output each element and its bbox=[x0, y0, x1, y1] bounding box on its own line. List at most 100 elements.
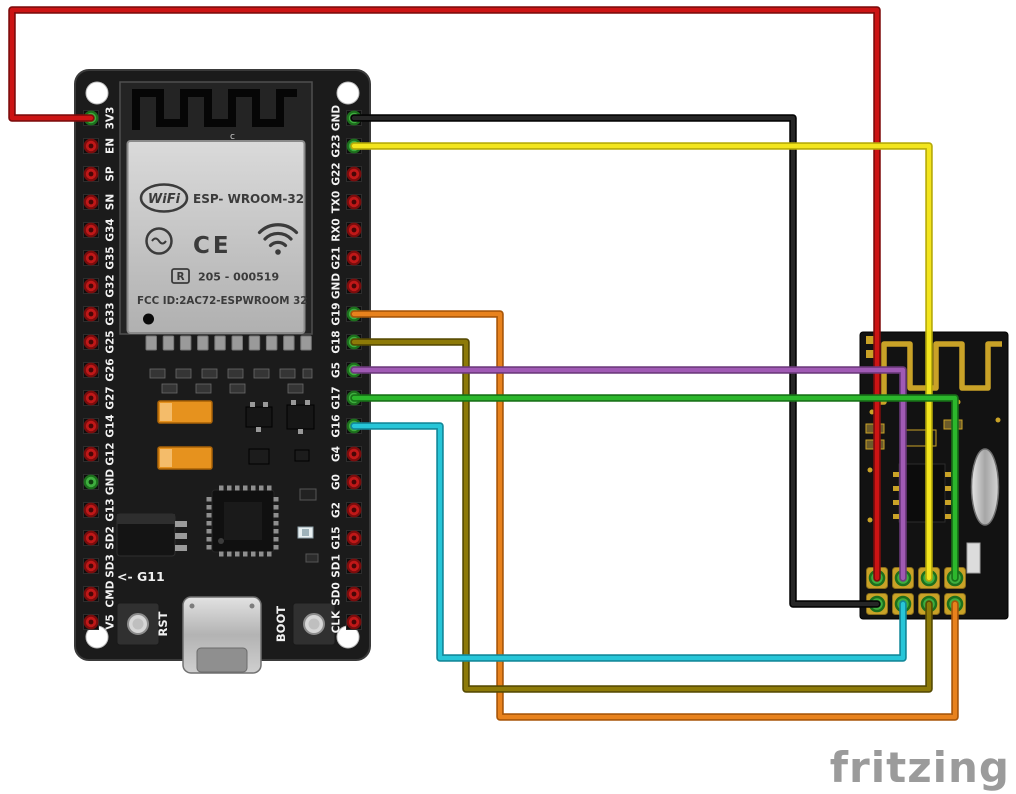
pin-label: G19 bbox=[331, 302, 343, 325]
pin-label: G18 bbox=[331, 330, 343, 353]
pin-g4[interactable]: G4 bbox=[331, 446, 362, 462]
pin-label: SD3 bbox=[105, 554, 117, 578]
pin-sd0[interactable]: SD0 bbox=[331, 582, 362, 606]
wifi-logo-icon bbox=[139, 183, 189, 213]
cert-mark-icon bbox=[145, 227, 173, 255]
pin-label: G32 bbox=[105, 274, 117, 297]
pin-g14[interactable]: G14 bbox=[83, 414, 117, 438]
pin-gnd[interactable]: GND bbox=[331, 273, 362, 299]
pin-label: G15 bbox=[331, 526, 343, 549]
pin-label: V5 bbox=[105, 614, 117, 629]
module-corner-mark: c bbox=[230, 132, 235, 142]
module-title: ESP- WROOM-32 bbox=[193, 192, 304, 206]
pin-sp[interactable]: SP bbox=[83, 166, 117, 182]
wire-cyan[interactable] bbox=[350, 422, 907, 662]
pin-label: G25 bbox=[105, 330, 117, 353]
fritzing-watermark: fritzing bbox=[830, 743, 1010, 792]
microusb-connector bbox=[182, 596, 262, 674]
fcc-line: FCC ID:2AC72-ESPWROOM 32 bbox=[137, 295, 307, 307]
pin-label: CLK bbox=[331, 610, 343, 633]
wifi-logo-text: WiFi bbox=[148, 192, 181, 207]
gpio11-note: <- G11 bbox=[117, 569, 165, 584]
pin-label: GND bbox=[105, 469, 117, 495]
pin-g34[interactable]: G34 bbox=[83, 218, 117, 242]
pin-en[interactable]: EN bbox=[83, 138, 117, 154]
pin-label: G33 bbox=[105, 302, 117, 325]
nrf24-antenna-trace bbox=[876, 341, 1002, 405]
pin-g35[interactable]: G35 bbox=[83, 246, 117, 270]
rst-button bbox=[116, 602, 160, 646]
pin-tx0[interactable]: TX0 bbox=[331, 191, 362, 214]
crystal-oscillator bbox=[970, 448, 1000, 526]
pin-label: G0 bbox=[331, 474, 343, 490]
voltage-regulator bbox=[116, 513, 187, 557]
rst-label: RST bbox=[156, 611, 170, 636]
pin-v5[interactable]: V5 bbox=[83, 614, 117, 630]
wire-black[interactable] bbox=[350, 114, 881, 608]
pin-label: SD0 bbox=[331, 582, 343, 606]
electrolytic-capacitor-2 bbox=[157, 446, 213, 470]
pin-label: SD1 bbox=[331, 554, 343, 578]
pin-label: G27 bbox=[105, 386, 117, 409]
boot-label: BOOT bbox=[274, 606, 288, 642]
transistors bbox=[245, 400, 315, 465]
wire-red[interactable] bbox=[8, 6, 881, 582]
nrf24l01-module[interactable] bbox=[859, 331, 1009, 620]
pin-g33[interactable]: G33 bbox=[83, 302, 117, 326]
pin-label: G14 bbox=[105, 414, 117, 437]
led bbox=[297, 488, 319, 563]
pin-gnd[interactable]: GND bbox=[83, 469, 117, 495]
pin-cmd[interactable]: CMD bbox=[83, 580, 117, 607]
pin-label: G17 bbox=[331, 386, 343, 409]
pin-sd1[interactable]: SD1 bbox=[331, 554, 362, 578]
pin-g12[interactable]: G12 bbox=[83, 442, 117, 466]
pin-sd2[interactable]: SD2 bbox=[83, 526, 117, 550]
pin-label: G2 bbox=[331, 502, 343, 518]
pin-label: G23 bbox=[331, 134, 343, 157]
wire-yellow[interactable] bbox=[350, 142, 933, 582]
pin-label: G21 bbox=[331, 246, 343, 269]
pin-clk[interactable]: CLK bbox=[331, 610, 362, 633]
esp32-devkit-board[interactable]: c WiFi ESP- WROOM-32 CE R 205 - 000519 F… bbox=[74, 69, 371, 674]
ce-mark: CE bbox=[193, 233, 232, 259]
pin-g2[interactable]: G2 bbox=[331, 502, 362, 518]
pin-label: G26 bbox=[105, 358, 117, 381]
reg-box-icon bbox=[171, 268, 190, 284]
pin-sn[interactable]: SN bbox=[83, 194, 117, 210]
pin-label: TX0 bbox=[331, 191, 343, 214]
pin-label: CMD bbox=[105, 580, 117, 607]
pin-sd3[interactable]: SD3 bbox=[83, 554, 117, 578]
pin-g25[interactable]: G25 bbox=[83, 330, 117, 354]
pin-g26[interactable]: G26 bbox=[83, 358, 117, 382]
pin-g32[interactable]: G32 bbox=[83, 274, 117, 298]
pin-g0[interactable]: G0 bbox=[331, 474, 362, 490]
pin-label: G34 bbox=[105, 218, 117, 241]
pin-label: G22 bbox=[331, 162, 343, 185]
pin-g15[interactable]: G15 bbox=[331, 526, 362, 550]
metal-shield bbox=[126, 140, 306, 334]
wire-olive[interactable] bbox=[350, 338, 933, 693]
boot-button bbox=[292, 602, 336, 646]
pin-label: G5 bbox=[331, 362, 343, 378]
pin-g22[interactable]: G22 bbox=[331, 162, 362, 186]
wire-green[interactable] bbox=[350, 394, 959, 582]
pin-label: G13 bbox=[105, 498, 117, 521]
smd-components bbox=[149, 368, 313, 394]
pin-g21[interactable]: G21 bbox=[331, 246, 362, 270]
pin-label: GND bbox=[331, 105, 343, 131]
pin-g27[interactable]: G27 bbox=[83, 386, 117, 410]
wire-orange[interactable] bbox=[350, 310, 959, 721]
pin-label: SD2 bbox=[105, 526, 117, 550]
pin-label: G35 bbox=[105, 246, 117, 269]
esp-wroom-32-module: c WiFi ESP- WROOM-32 CE R 205 - 000519 F… bbox=[119, 81, 313, 351]
pin-rx0[interactable]: RX0 bbox=[331, 218, 362, 242]
wires bbox=[8, 6, 959, 721]
wire-purple[interactable] bbox=[350, 366, 907, 582]
pin-label: 3V3 bbox=[105, 107, 117, 130]
module-castellated-pads bbox=[145, 335, 312, 351]
pin-label: SN bbox=[105, 194, 117, 210]
pcb-antenna-trace bbox=[132, 89, 297, 130]
pin-g13[interactable]: G13 bbox=[83, 498, 117, 522]
